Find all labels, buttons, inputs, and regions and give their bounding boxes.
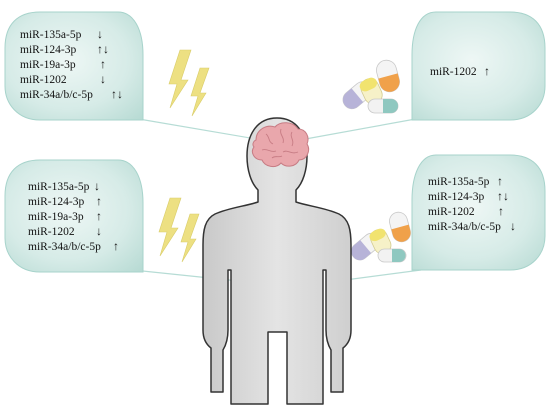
regulation-arrow: ↓: [510, 219, 516, 233]
panel-bottom-left: miR-135a-5p ↓ miR-124-3p ↑ miR-19a-3p ↑ …: [4, 159, 144, 273]
mirna-label: miR-1202: [430, 66, 477, 78]
regulation-arrow: ↓: [94, 179, 100, 193]
regulation-arrow: ↑: [96, 194, 102, 208]
panel-top-left-bubble: [4, 11, 144, 121]
mirna-label: miR-135a-5p: [28, 181, 90, 193]
panel-top-left-rows: miR-135a-5p ↓ miR-124-3p ↑↓ miR-19a-3p ↑…: [20, 27, 123, 101]
regulation-arrow: ↑: [96, 209, 102, 223]
mirna-label: miR-19a-3p: [20, 59, 76, 71]
panel-bottom-left-bubble: [4, 159, 144, 273]
panel-bottom-right-bubble: [411, 154, 546, 271]
regulation-arrow: ↓: [96, 224, 102, 238]
mirna-label: miR-34a/b/c-5p: [428, 221, 501, 233]
panel-bottom-left-rows: miR-135a-5p ↓ miR-124-3p ↑ miR-19a-3p ↑ …: [28, 179, 119, 253]
mirna-label: miR-124-3p: [428, 191, 484, 203]
panel-bottom-right: miR-135a-5p ↑ miR-124-3p ↑↓ miR-1202 ↑ m…: [411, 154, 546, 271]
connector-bottom-left: [132, 269, 249, 283]
brain-icon: [251, 122, 310, 168]
regulation-arrow: ↑↓: [111, 87, 123, 101]
regulation-arrow: ↑: [100, 57, 106, 71]
mirna-label: miR-19a-3p: [28, 211, 84, 223]
mirna-label: miR-135a-5p: [20, 29, 82, 41]
mirna-label: miR-1202: [20, 74, 67, 86]
lightning-icon: [168, 49, 210, 117]
mirna-label: miR-1202: [28, 226, 75, 238]
regulation-arrow: ↓: [100, 72, 106, 86]
regulation-arrow: ↑: [484, 64, 490, 78]
pills-icon: [342, 59, 400, 114]
regulation-arrow: ↑: [113, 239, 119, 253]
mirna-label: miR-1202: [428, 206, 475, 218]
lightning-icon: [158, 197, 200, 263]
connector-top-right: [299, 117, 422, 141]
mirna-label: miR-124-3p: [20, 44, 76, 56]
pills-icon: [351, 211, 411, 263]
regulation-arrow: ↑↓: [97, 42, 109, 56]
panel-top-right-bubble: [411, 11, 546, 121]
mirna-label: miR-135a-5p: [428, 176, 490, 188]
regulation-arrow: ↓: [97, 27, 103, 41]
mirna-label: miR-124-3p: [28, 196, 84, 208]
panel-top-right: miR-1202 ↑: [411, 11, 546, 121]
regulation-arrow: ↑: [497, 174, 503, 188]
mirna-label: miR-34a/b/c-5p: [20, 89, 93, 101]
regulation-arrow: ↑: [498, 204, 504, 218]
panel-bottom-right-rows: miR-135a-5p ↑ miR-124-3p ↑↓ miR-1202 ↑ m…: [428, 174, 516, 233]
panel-top-left: miR-135a-5p ↓ miR-124-3p ↑↓ miR-19a-3p ↑…: [4, 11, 144, 121]
connector-top-left: [132, 117, 263, 141]
mirna-label: miR-34a/b/c-5p: [28, 241, 101, 253]
human-silhouette-icon: [202, 117, 352, 405]
regulation-arrow: ↑↓: [497, 189, 509, 203]
